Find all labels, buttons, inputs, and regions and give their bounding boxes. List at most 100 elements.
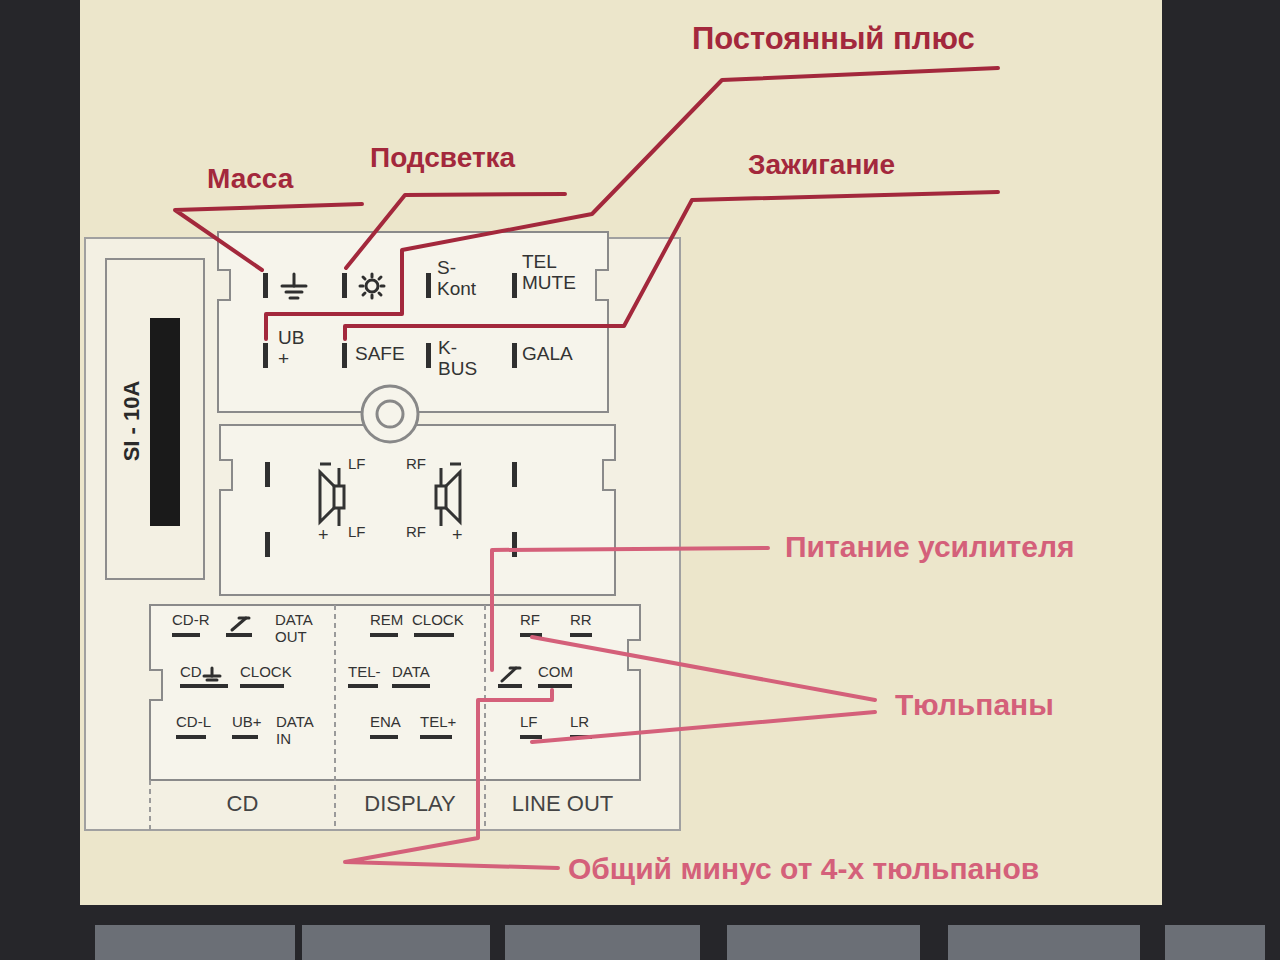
drawing-part bbox=[180, 684, 228, 688]
annotation-label: Масса bbox=[207, 164, 293, 195]
pin-label: RF bbox=[520, 612, 540, 629]
drawing-part bbox=[342, 273, 347, 298]
connector-section: DISPLAY bbox=[335, 605, 485, 827]
drawing-part bbox=[446, 472, 460, 522]
drawing-part bbox=[220, 425, 615, 595]
pin-label: DATA bbox=[392, 664, 430, 681]
annotation-label: Питание усилителя bbox=[785, 530, 1074, 563]
pin-label: K- BUS bbox=[438, 338, 477, 380]
pin-label: LR bbox=[570, 714, 589, 731]
drawing-part bbox=[266, 68, 998, 339]
drawing-part bbox=[362, 386, 418, 442]
connector-section: LINE OUT bbox=[485, 605, 640, 827]
drawing-part bbox=[265, 532, 270, 557]
drawing-part bbox=[370, 633, 398, 637]
drawing-part bbox=[436, 486, 446, 508]
drawing-part bbox=[176, 735, 206, 739]
drawing-part bbox=[450, 463, 461, 466]
drawing-part bbox=[512, 462, 517, 487]
annotation-label: Общий минус от 4-х тюльпанов bbox=[568, 852, 1039, 885]
pin-label: CLOCK bbox=[412, 612, 464, 629]
pin-label: + bbox=[452, 526, 463, 546]
pin-label: DATA OUT bbox=[275, 612, 312, 645]
drawing-part bbox=[570, 633, 592, 637]
section-heading: DISPLAY bbox=[364, 792, 455, 816]
drawing-part bbox=[492, 548, 768, 670]
drawing-part bbox=[505, 925, 700, 960]
drawing-part bbox=[95, 925, 295, 960]
pin-label: CD-L bbox=[176, 714, 211, 731]
drawing-part bbox=[150, 318, 180, 526]
pin-symbols bbox=[204, 274, 520, 681]
section-heading: CD bbox=[227, 792, 259, 816]
pin-label: GALA bbox=[522, 344, 573, 365]
drawing-part bbox=[370, 735, 398, 739]
drawing-part bbox=[379, 293, 381, 295]
drawing-part bbox=[342, 343, 347, 368]
pin-label: TEL+ bbox=[420, 714, 456, 731]
drawing-part bbox=[366, 280, 378, 292]
drawing-part bbox=[520, 735, 542, 739]
drawing-part bbox=[334, 486, 344, 508]
drawing-part bbox=[426, 273, 431, 298]
pin-label: RR bbox=[570, 612, 592, 629]
drawing-part bbox=[371, 295, 374, 298]
pin-label: UB + bbox=[278, 328, 304, 370]
pin-label: ENA bbox=[370, 714, 401, 731]
drawing-part bbox=[263, 273, 268, 298]
drawing-part bbox=[532, 637, 875, 700]
drawing-part bbox=[363, 277, 365, 279]
drawing-part bbox=[226, 633, 252, 637]
drawing-part bbox=[440, 468, 443, 486]
drawing-part bbox=[282, 285, 306, 288]
screen-panel bbox=[80, 0, 1162, 905]
drawing-part bbox=[232, 735, 258, 739]
pin-label: LF bbox=[348, 524, 366, 541]
drawing-part bbox=[240, 684, 284, 688]
drawing-part bbox=[338, 508, 341, 526]
drawing-part bbox=[338, 468, 341, 486]
drawing-part bbox=[363, 293, 365, 295]
pin-label: RF bbox=[406, 524, 426, 541]
pin-label: RF bbox=[406, 456, 426, 473]
drawing-part bbox=[320, 472, 334, 522]
fuse-rating: SI - 10A bbox=[121, 381, 143, 462]
pin-label: S- Kont bbox=[437, 258, 476, 300]
drawing-part bbox=[239, 617, 249, 620]
drawing-part bbox=[360, 285, 363, 288]
drawing-part bbox=[510, 667, 520, 670]
drawing-part bbox=[371, 274, 374, 277]
pin-label: UB+ bbox=[232, 714, 262, 731]
drawing-part bbox=[377, 401, 403, 427]
pin-label: REM bbox=[370, 612, 403, 629]
pin-label: CD bbox=[180, 664, 202, 681]
annotation-label: Подсветка bbox=[370, 143, 515, 174]
drawing-part bbox=[502, 668, 516, 681]
drawing-part bbox=[149, 780, 151, 830]
drawing-part bbox=[320, 463, 331, 466]
annotation-label: Зажигание bbox=[748, 150, 895, 181]
speaker-symbols bbox=[320, 464, 461, 526]
fuse-holder: SI - 10A bbox=[105, 258, 205, 580]
drawing-part bbox=[381, 285, 384, 288]
pin-label: SAFE bbox=[355, 344, 405, 365]
drawing-part bbox=[414, 633, 454, 637]
pin-label: + bbox=[318, 526, 329, 546]
annotation-label: Постоянный плюс bbox=[692, 22, 975, 56]
drawing-part bbox=[150, 605, 640, 780]
pin-label: DATA IN bbox=[276, 714, 313, 747]
pin-label: TEL- bbox=[348, 664, 381, 681]
drawing-part bbox=[172, 633, 200, 637]
section-heading: LINE OUT bbox=[512, 792, 613, 816]
drawing-part bbox=[484, 605, 486, 830]
pin-marks bbox=[172, 273, 592, 739]
drawing-part bbox=[348, 684, 378, 688]
pin-label: LF bbox=[348, 456, 366, 473]
drawing-part bbox=[538, 684, 572, 688]
pin-label: LF bbox=[520, 714, 538, 731]
drawing-part bbox=[532, 712, 875, 742]
leader-lines bbox=[175, 68, 998, 868]
